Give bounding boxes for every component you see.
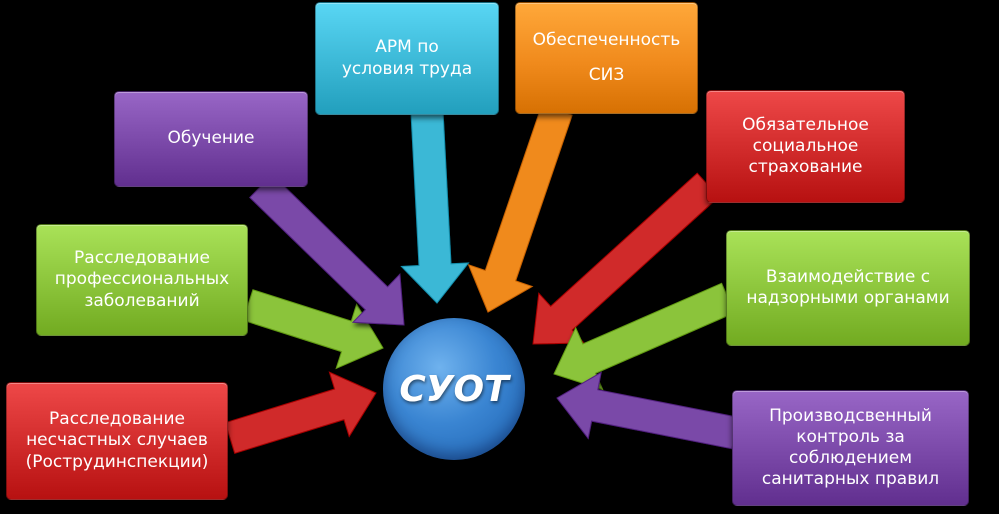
node-supervision-line-1: Взаимодействие с (765, 266, 931, 287)
center-circle-suot: СУОТ (383, 318, 525, 460)
node-supervision-line-2: надзорными органами (746, 288, 950, 308)
node-diseases-line-3: заболеваний (84, 290, 200, 311)
arrow-supervision (553, 282, 736, 391)
node-insurance-line-3: страхование (748, 157, 863, 178)
arrow-accidents (224, 371, 377, 454)
node-social-insurance: Обязательное социальное страхование (706, 90, 905, 203)
node-training-line-1: Обучение (167, 128, 255, 149)
center-label: СУОТ (399, 368, 509, 410)
node-insurance-line-1: Обязательное (742, 114, 869, 135)
node-siz-line-1: Обеспеченность (532, 29, 681, 50)
node-diseases-line-2: профессиональных (54, 269, 230, 290)
node-sanitary-line-4: санитарных правил (761, 469, 940, 490)
arrow-insurance (532, 172, 720, 345)
node-training: Обучение (114, 91, 308, 187)
arrow-arm (400, 110, 470, 304)
node-supervisory-interaction: Взаимодействие с надзорными органами (726, 230, 970, 346)
node-arm-line-2: условия труда (341, 58, 473, 79)
arrow-diseases (242, 289, 384, 370)
node-sanitary-line-2: контроль за (796, 426, 905, 447)
node-insurance-line-2: социальное (752, 135, 859, 156)
node-disease-investigation: Расследование профессиональных заболеван… (36, 224, 248, 336)
node-sanitary-control: Производсвенный контроль за соблюдением … (732, 390, 969, 506)
node-accidents-line-3: (Рострудинспекции) (25, 451, 209, 472)
node-accidents-line-2: несчастных случаев (26, 430, 208, 451)
node-diseases-line-1: Расследование (74, 248, 210, 269)
node-siz-line-2: СИЗ (588, 65, 625, 85)
arrow-siz (467, 104, 573, 313)
node-accident-investigation: Расследование несчастных случаев (Ростру… (6, 382, 228, 500)
node-accidents-line-1: Расследование (49, 409, 185, 430)
node-sanitary-line-1: Производсвенный (769, 405, 932, 426)
node-arm-working-conditions: АРМ по условия труда (315, 2, 499, 115)
node-sanitary-line-3: соблюдением (788, 448, 913, 468)
arrow-sanitary (556, 371, 739, 450)
node-ppe-provision: Обеспеченность СИЗ (515, 2, 698, 114)
arrow-training (249, 173, 405, 326)
node-arm-line-1: АРМ по (375, 37, 439, 58)
